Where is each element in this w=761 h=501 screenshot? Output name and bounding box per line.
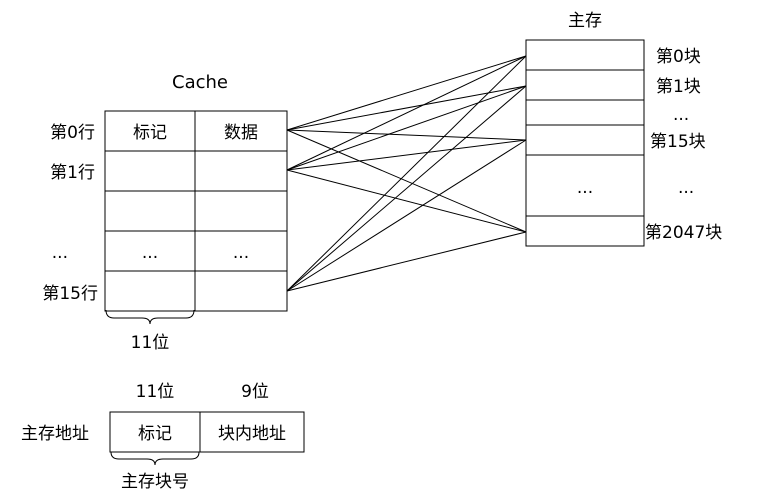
memory-block — [525, 69, 645, 101]
memory-block-label: ... — [678, 178, 694, 198]
cache-data-cell — [194, 270, 288, 312]
memory-title: 主存 — [568, 11, 602, 31]
block-number-brace — [110, 451, 200, 466]
offset-bits-label: 9位 — [241, 382, 269, 402]
memory-block-label: 第0块 — [656, 47, 701, 67]
cache-header-tag: 标记 — [133, 123, 167, 143]
map-line — [286, 169, 527, 233]
cache-tag-cell — [104, 270, 196, 312]
memory-block — [525, 215, 645, 247]
tag-bits-label: 11位 — [136, 382, 175, 402]
block-number-label: 主存块号 — [121, 472, 189, 492]
main-memory: 主存 ... 第0块 第1块 ... 第15块 ... 第2047块 — [525, 11, 722, 247]
cache-tag-cell — [104, 150, 196, 192]
cache-data-cell — [194, 150, 288, 192]
address-tag-text: 标记 — [138, 424, 172, 444]
map-line — [286, 129, 527, 141]
map-line — [286, 55, 527, 171]
memory-block-label: 第2047块 — [645, 223, 722, 243]
cache-tag-cell — [104, 230, 196, 272]
address-offset-field — [199, 411, 305, 453]
memory-block — [525, 99, 645, 126]
map-line — [286, 85, 527, 131]
address-label: 主存地址 — [21, 424, 89, 444]
cache-row-label: 第1行 — [50, 163, 95, 183]
memory-ellipsis-inner: ... — [577, 178, 593, 198]
map-line — [286, 55, 527, 292]
cache-row-label: ... — [52, 243, 68, 263]
tag-width-label: 11位 — [131, 333, 170, 353]
cache-table: Cache 标记 数据 ... ... 第0行 第1行 ... 第15行 11位 — [42, 72, 288, 353]
map-line — [286, 231, 527, 292]
address-format: 11位 9位 主存地址 标记 块内地址 主存块号 — [21, 382, 305, 492]
cache-tag-cell — [104, 110, 196, 152]
map-line — [286, 85, 527, 171]
memory-block-label: 第15块 — [650, 132, 706, 152]
address-offset-text: 块内地址 — [218, 424, 286, 444]
cache-data-cell — [194, 230, 288, 272]
tag-width-brace — [105, 309, 195, 325]
cache-data-cell — [194, 110, 288, 152]
map-line — [286, 129, 527, 233]
cache-header-data: 数据 — [224, 123, 258, 143]
cache-ellipsis-data: ... — [233, 243, 249, 263]
memory-block-label: ... — [673, 105, 689, 125]
memory-block — [525, 39, 645, 71]
cache-row-label: 第15行 — [42, 284, 98, 304]
map-line — [286, 85, 527, 292]
cache-row-label: 第0行 — [50, 123, 95, 143]
map-line — [286, 139, 527, 171]
cache-tag-cell — [104, 190, 196, 232]
cache-ellipsis-tag: ... — [142, 243, 158, 263]
memory-block — [525, 124, 645, 156]
cache-data-cell — [194, 190, 288, 232]
map-line — [286, 139, 527, 292]
map-line — [286, 55, 527, 131]
cache-title: Cache — [172, 72, 228, 93]
address-tag-field — [109, 411, 201, 453]
memory-block — [525, 154, 645, 217]
mapping-lines — [286, 55, 527, 292]
memory-block-label: 第1块 — [656, 77, 701, 97]
